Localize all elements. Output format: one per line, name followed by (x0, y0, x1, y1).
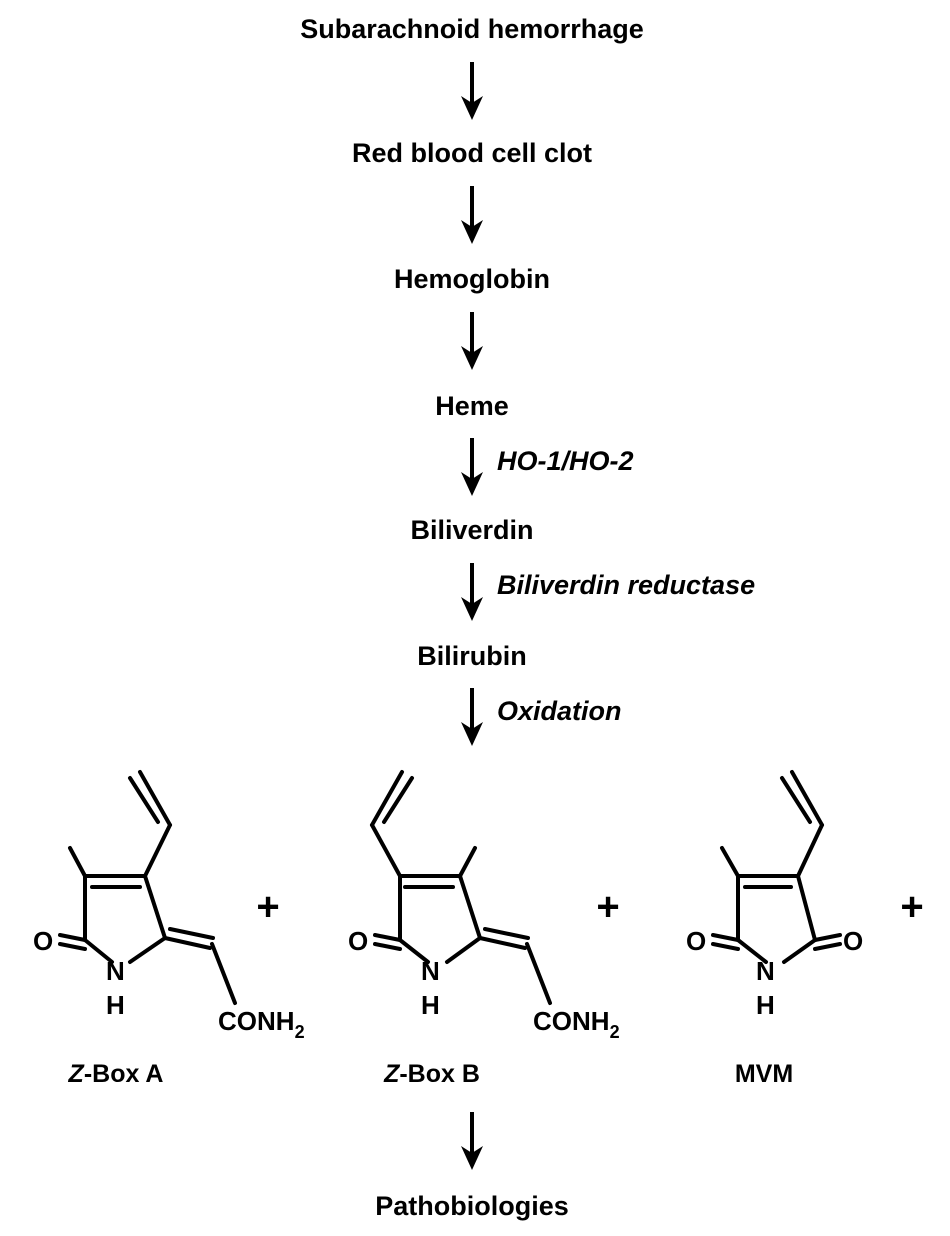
step-hemoglobin: Hemoglobin (394, 264, 550, 294)
z-prefix: Z (384, 1060, 400, 1088)
atom-n-zbox-a: N (106, 956, 125, 986)
enzyme-ho1-ho2: HO-1/HO-2 (497, 446, 634, 476)
atom-o-mvm-left: O (686, 926, 706, 956)
enzyme-biliverdin-reductase: Biliverdin reductase (497, 570, 756, 600)
enzyme-oxidation: Oxidation (497, 696, 622, 726)
amide-zbox-a: CONH2 (218, 1006, 305, 1042)
amide-text: CONH (218, 1006, 295, 1036)
atom-h-zbox-b: H (421, 990, 440, 1020)
amide-subscript: 2 (610, 1022, 620, 1042)
plus-sign-2: + (596, 885, 620, 929)
arrow-6 (461, 688, 483, 746)
structure-zbox-a (58, 770, 237, 1005)
arrow-2 (461, 186, 483, 244)
product-name-zbox-b: Z-Box B (384, 1062, 480, 1087)
atom-n-mvm: N (756, 956, 775, 986)
atom-h-zbox-a: H (106, 990, 125, 1020)
amide-subscript: 2 (295, 1022, 305, 1042)
arrow-3 (461, 312, 483, 370)
zbox-a-name: -Box A (83, 1060, 164, 1088)
atom-h-mvm: H (756, 990, 775, 1020)
atom-o-zbox-a: O (33, 926, 53, 956)
amide-text: CONH (533, 1006, 610, 1036)
step-subarachnoid-hemorrhage: Subarachnoid hemorrhage (300, 14, 644, 44)
arrow-7 (461, 1112, 483, 1170)
step-pathobiologies: Pathobiologies (375, 1191, 569, 1221)
arrow-4 (461, 438, 483, 496)
amide-zbox-b: CONH2 (533, 1006, 620, 1042)
atom-o-mvm-right: O (843, 926, 863, 956)
plus-sign-3: + (900, 885, 924, 929)
arrow-5 (461, 563, 483, 621)
structure-zbox-b (370, 770, 552, 1005)
structure-mvm (711, 770, 842, 964)
product-name-mvm: MVM (734, 1060, 794, 1088)
atom-n-zbox-b: N (421, 956, 440, 986)
product-name-zbox-a: Z-Box A (69, 1062, 164, 1087)
plus-sign-1: + (256, 885, 280, 929)
arrow-1 (461, 62, 483, 120)
step-heme: Heme (435, 391, 509, 421)
atom-o-zbox-b: O (348, 926, 368, 956)
step-bilirubin: Bilirubin (417, 641, 527, 671)
z-prefix: Z (68, 1060, 84, 1088)
step-red-blood-cell-clot: Red blood cell clot (351, 138, 593, 168)
zbox-b-name: -Box B (399, 1060, 480, 1088)
step-biliverdin: Biliverdin (410, 515, 534, 545)
